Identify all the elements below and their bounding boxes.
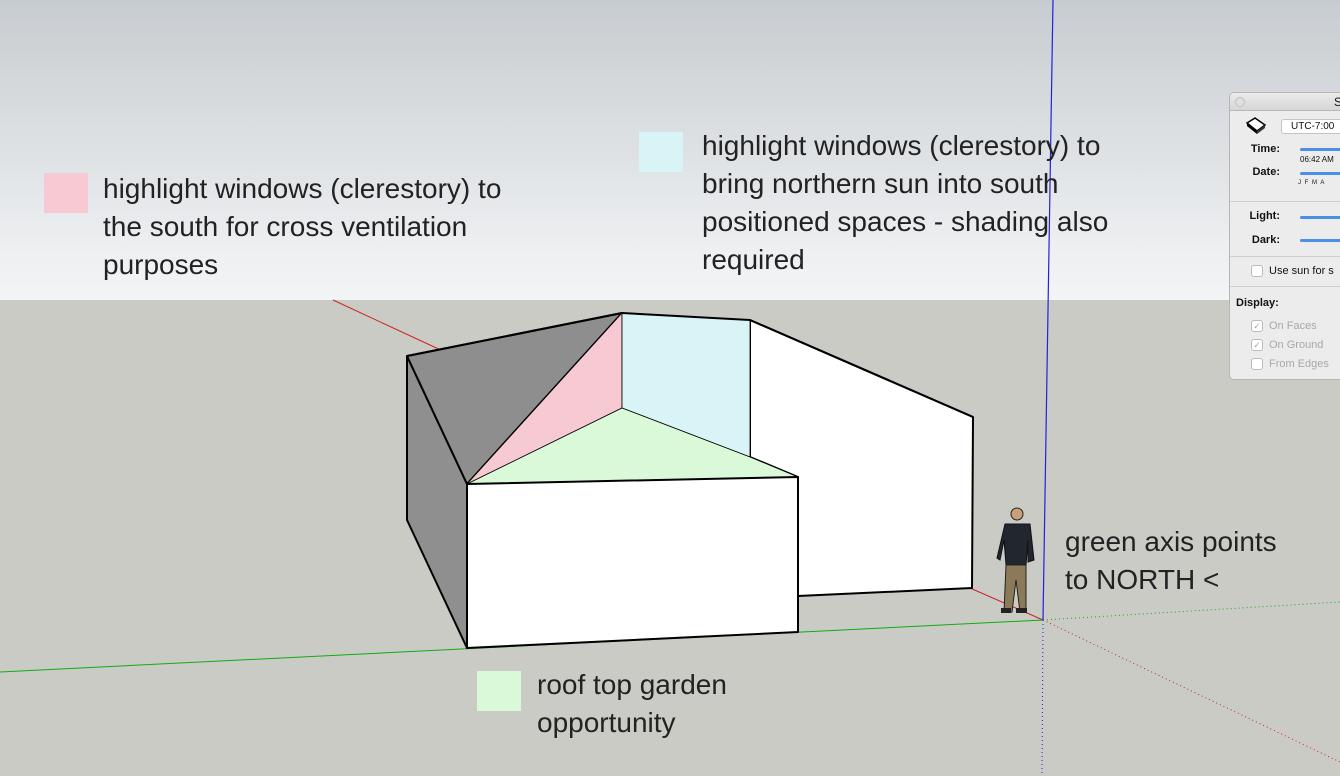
divider [1230,201,1340,202]
garden-legend-swatch [477,671,521,711]
on-ground-label: On Ground [1269,339,1324,351]
red-axis-negative [1042,619,1340,763]
front-wall [466,476,799,649]
dark-slider[interactable] [1300,239,1340,242]
from-edges-label: From Edges [1269,358,1329,370]
south-clerestory-note: highlight windows (clerestory) to the so… [103,170,501,284]
note-line: green axis points [1065,526,1277,557]
use-sun-checkbox[interactable] [1251,265,1263,277]
roof-garden-note: roof top garden opportunity [537,666,727,742]
note-line: highlight windows (clerestory) to [103,173,502,204]
note-line: bring northern sun into south [702,168,1059,199]
note-line: roof top garden [537,669,727,700]
panel-titlebar[interactable]: S [1230,93,1340,111]
divider [1230,286,1340,287]
blue-axis [1042,0,1054,621]
on-ground-checkbox[interactable]: ✓ [1251,339,1263,351]
north-legend-swatch [639,132,683,172]
south-legend-swatch [44,173,88,213]
on-faces-checkbox[interactable]: ✓ [1251,320,1263,332]
display-label: Display: [1236,297,1279,309]
blue-axis-negative [1041,619,1044,776]
time-slider[interactable] [1300,148,1340,151]
light-label: Light: [1249,210,1280,222]
note-line: positioned spaces - shading also [702,206,1109,237]
time-value: 06:42 AM [1300,155,1334,164]
note-line: opportunity [537,707,676,738]
scale-figure [996,507,1035,613]
timezone-select[interactable]: UTC-7:00 [1281,119,1340,134]
note-line: to NORTH < [1065,564,1220,595]
red-axis [332,299,446,353]
panel-title: S [1334,95,1340,109]
roof-edge [406,312,974,418]
note-line: highlight windows (clerestory) to [702,130,1101,161]
dark-label: Dark: [1251,234,1280,246]
divider [1230,256,1340,257]
date-label: Date: [1252,166,1280,178]
north-clerestory-note: highlight windows (clerestory) to bring … [702,127,1108,279]
shadow-toggle-icon[interactable] [1245,117,1267,135]
north-axis-note: green axis points to NORTH < [1065,523,1277,599]
green-axis-negative [1042,601,1340,621]
on-faces-label: On Faces [1269,320,1317,332]
close-button[interactable] [1235,97,1245,107]
light-slider[interactable] [1300,216,1340,219]
month-ticks: J F M A [1298,180,1325,186]
building-model[interactable] [406,312,974,649]
note-line: the south for cross ventilation [103,211,468,242]
use-sun-label: Use sun for s [1269,265,1334,277]
shadows-panel: S UTC-7:00 Time: 06:42 AM Date: J F M A … [1229,92,1340,380]
note-line: purposes [103,249,219,280]
note-line: required [702,244,805,275]
date-slider[interactable] [1300,172,1340,175]
from-edges-checkbox[interactable] [1251,358,1263,370]
time-label: Time: [1250,143,1280,155]
